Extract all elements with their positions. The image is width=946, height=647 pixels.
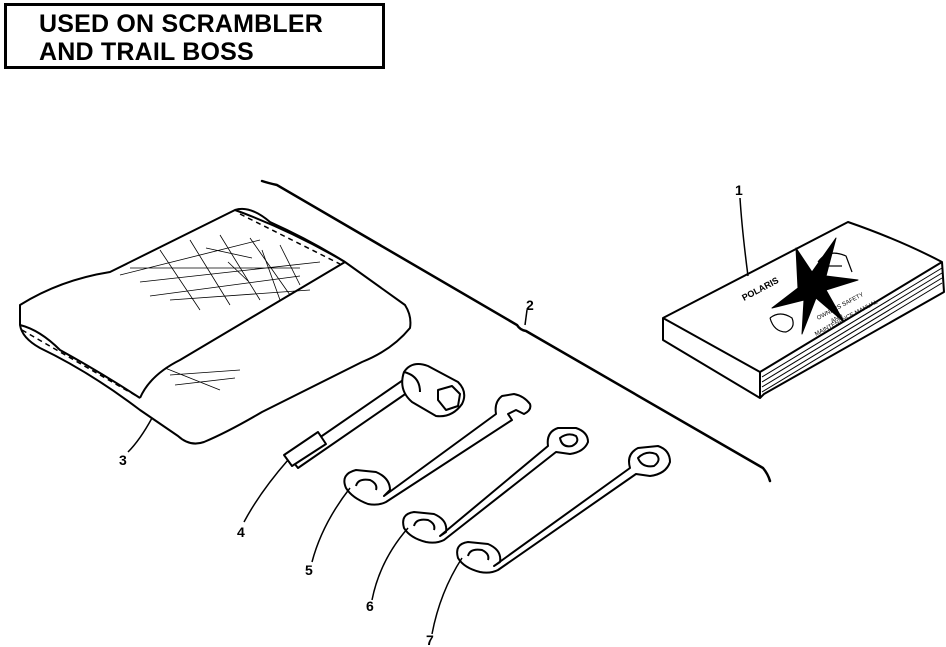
combination-wrench-5	[343, 393, 532, 506]
callout-1: 1	[735, 182, 743, 198]
kit-bracket	[260, 179, 772, 483]
manual-star-logo	[771, 237, 859, 335]
owners-manual	[662, 221, 945, 399]
combination-wrench-7	[456, 445, 671, 574]
leader-5	[311, 487, 351, 563]
leader-lines	[127, 197, 749, 635]
callout-7: 7	[426, 632, 434, 647]
leader-3	[127, 417, 153, 453]
leader-2	[524, 309, 528, 326]
leader-6	[371, 527, 409, 601]
tool-pouch	[19, 207, 412, 445]
callout-2: 2	[526, 297, 534, 313]
callout-4: 4	[237, 524, 245, 540]
title-box: USED ON SCRAMBLER AND TRAIL BOSS	[4, 3, 385, 69]
leader-7	[431, 557, 463, 635]
leader-1	[739, 197, 749, 277]
callout-5: 5	[305, 562, 313, 578]
manual-title-line-2: AND	[830, 313, 845, 325]
callout-6: 6	[366, 598, 374, 614]
spark-plug-socket-wrench	[283, 363, 466, 469]
title-line-1: USED ON SCRAMBLER	[39, 10, 323, 38]
title-line-2: AND TRAIL BOSS	[39, 38, 254, 66]
callout-3: 3	[119, 452, 127, 468]
combination-wrench-6	[402, 427, 589, 544]
leader-4	[243, 459, 289, 523]
